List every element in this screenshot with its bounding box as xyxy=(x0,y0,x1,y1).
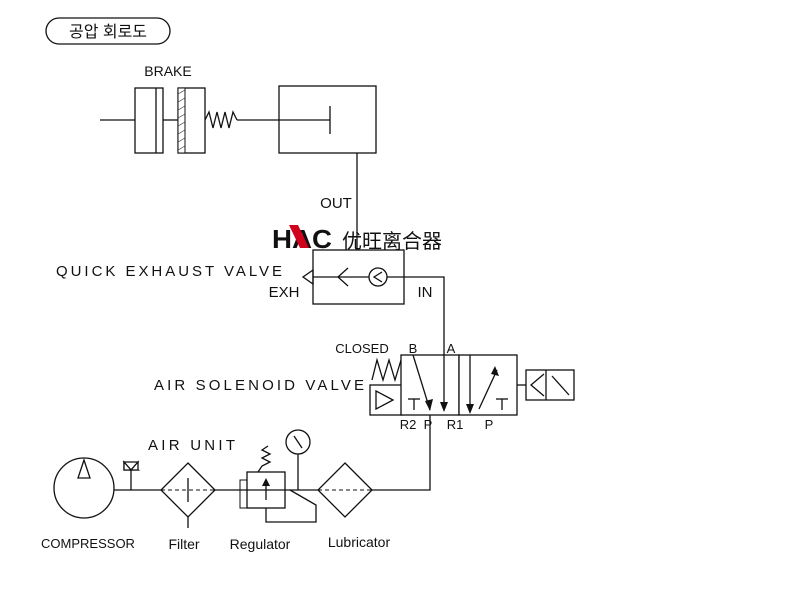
brake-assembly: BRAKE xyxy=(100,63,377,154)
closed-label: CLOSED xyxy=(335,341,388,356)
port-b-label: B xyxy=(409,341,418,356)
out-port-label: OUT xyxy=(320,195,352,212)
brake-label: BRAKE xyxy=(144,63,191,79)
quick-exhaust-valve: QUICK EXHAUST VALVE EXH IN xyxy=(56,249,433,305)
lubricator-label: Lubricator xyxy=(328,534,391,550)
regulator: Regulator xyxy=(230,445,317,552)
brand-watermark: HAC 优旺离合器 xyxy=(272,224,442,254)
compressor: COMPRESSOR xyxy=(41,457,135,551)
lubricator: Lubricator xyxy=(317,462,391,550)
port-r1-label: R1 xyxy=(447,417,464,432)
quick-exhaust-valve-label: QUICK EXHAUST VALVE xyxy=(56,263,282,280)
title-badge: 공압 회로도 xyxy=(45,17,171,45)
brake-disc-left xyxy=(134,87,164,154)
port-p-left-label: P xyxy=(424,417,433,432)
shutoff-valve-icon xyxy=(122,460,141,490)
solenoid-spring xyxy=(371,357,402,383)
brake-spring xyxy=(204,110,238,129)
air-solenoid-valve-label: AIR SOLENOID VALVE xyxy=(154,377,364,394)
air-solenoid-valve: AIR SOLENOID VALVE CLOSED B A xyxy=(154,341,575,432)
filter: Filter xyxy=(160,462,216,552)
port-p-right-label: P xyxy=(485,417,494,432)
exh-port-label: EXH xyxy=(269,284,300,301)
in-port-label: IN xyxy=(418,284,433,301)
compressor-label: COMPRESSOR xyxy=(41,536,135,551)
port-r2-label: R2 xyxy=(400,417,417,432)
watermark-brand-text: 优旺离合器 xyxy=(342,230,442,253)
pressure-gauge-icon xyxy=(285,429,311,490)
title-badge-text: 공압 회로도 xyxy=(69,23,147,41)
regulator-label: Regulator xyxy=(230,536,291,552)
solenoid-coil xyxy=(525,369,575,401)
air-unit-label: AIR UNIT xyxy=(148,437,235,454)
filter-label: Filter xyxy=(168,536,199,552)
port-a-label: A xyxy=(447,341,456,356)
